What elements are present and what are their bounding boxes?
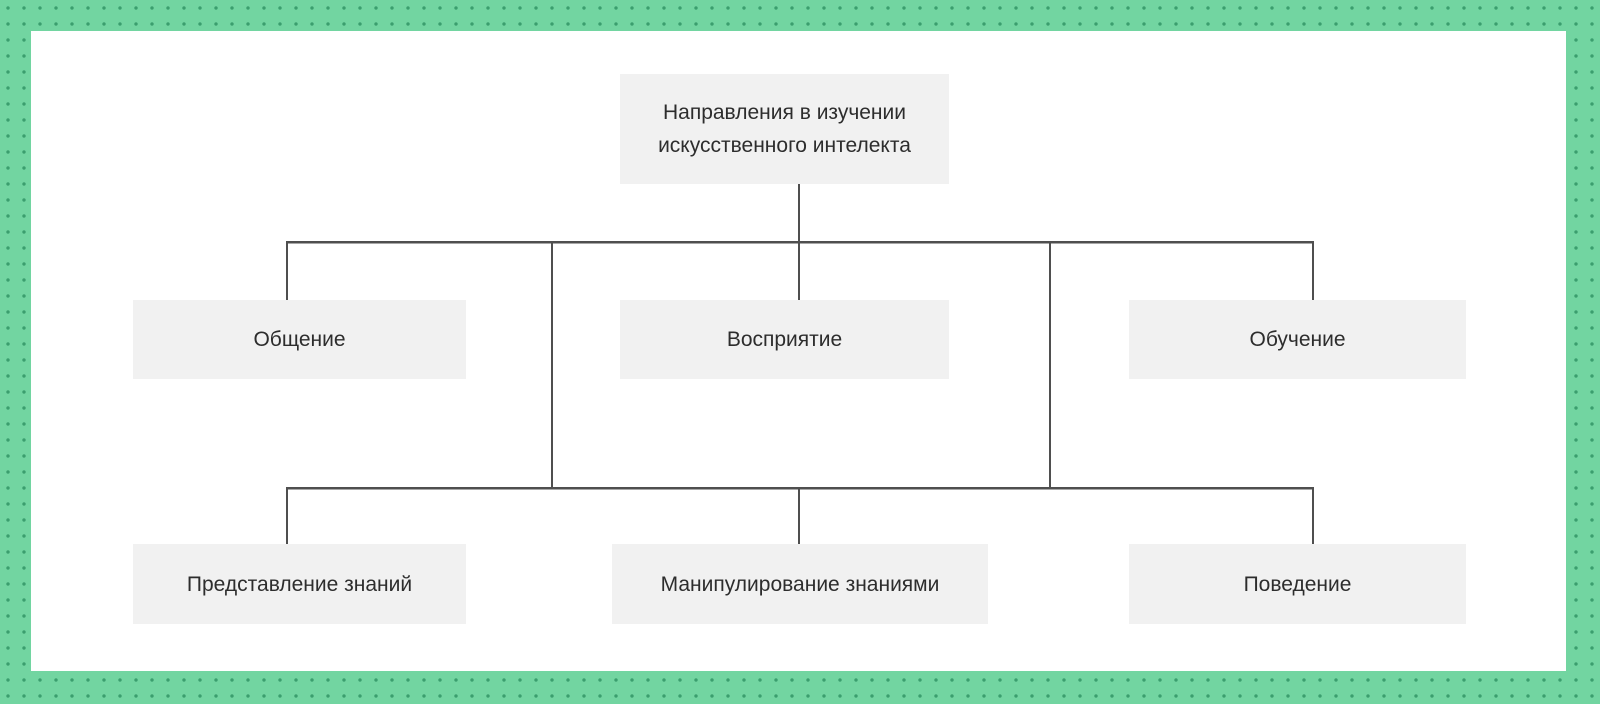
node-communication[interactable]: Общение — [133, 300, 466, 379]
node-behavior[interactable]: Поведение — [1129, 544, 1466, 624]
node-knowledge-representation[interactable]: Представление знаний — [133, 544, 466, 624]
node-root-ai-directions[interactable]: Направления в изучении искусственного ин… — [620, 74, 949, 184]
node-behavior-label: Поведение — [1243, 572, 1352, 596]
node-learning-label: Обучение — [1249, 328, 1346, 351]
node-root-label: Направления в изучении искусственного ин… — [658, 101, 911, 157]
node-knowledge-manipulation-label: Манипулирование знаниями — [660, 572, 940, 596]
node-learning[interactable]: Обучение — [1129, 300, 1466, 379]
node-communication-label: Общение — [253, 328, 346, 351]
node-knowledge-representation-label: Представление знаний — [186, 572, 413, 596]
node-knowledge-manipulation[interactable]: Манипулирование знаниями — [612, 544, 988, 624]
node-perception[interactable]: Восприятие — [620, 300, 949, 379]
node-perception-label: Восприятие — [726, 328, 843, 351]
